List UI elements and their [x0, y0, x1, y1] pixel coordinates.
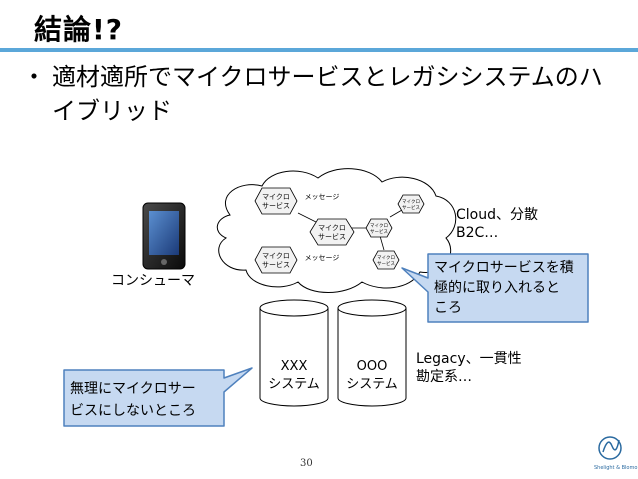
callout-right-line-3: ころ: [434, 300, 462, 316]
service-6-line-2: サービス: [377, 260, 395, 267]
callout-left-line-1: 無理にマイクロサー: [70, 381, 196, 397]
service-2-line-2: サービス: [318, 232, 346, 241]
message-label-2: メッセージ: [305, 254, 340, 262]
callout-right-shape: [401, 253, 589, 323]
db-xxx-line-2: システム: [268, 377, 320, 392]
microservice-hexagon-5: [365, 218, 393, 238]
service-4-line-2: サービス: [402, 204, 420, 211]
service-5-line-2: サービス: [370, 228, 388, 235]
message-label-1: メッセージ: [305, 193, 340, 201]
slide-title: 結論!?: [34, 13, 124, 46]
logo-text: Shelight & Blomo: [594, 465, 638, 471]
callout-left-line-2: ビスにしないところ: [70, 403, 196, 419]
callout-left-text: 無理にマイクロサー ビスにしないところ: [70, 378, 196, 422]
title-rule: [0, 48, 638, 52]
legacy-label: Legacy、一貫性 勘定系…: [416, 350, 522, 386]
connector-lines: [297, 209, 403, 251]
microservice-hexagon-4: [397, 194, 425, 214]
callout-right-line-1: マイクロサービスを積: [434, 260, 574, 276]
microservice-hexagon-2: [309, 218, 355, 246]
service-3-line-2: サービス: [262, 260, 290, 269]
database-cylinder-ooo: [337, 299, 407, 407]
microservice-hexagon-6: [372, 250, 400, 270]
microservice-hexagon-1: [254, 187, 298, 215]
service-6-line-1: マイクロ: [377, 255, 395, 261]
callout-left-shape: [63, 367, 253, 427]
db-xxx-line-1: XXX: [280, 359, 308, 374]
cloud-label-line-2: B2C…: [456, 225, 499, 241]
bullet-text: 適材適所でマイクロサービスとレガシシステムのハイブリッド: [52, 63, 603, 125]
database-cylinder-xxx: [259, 299, 329, 407]
service-4-line-1: マイクロ: [402, 199, 420, 205]
company-logo: [598, 436, 622, 460]
db-xxx-label: XXX システム: [268, 358, 320, 394]
callout-right-line-2: 極的に取り入れると: [434, 280, 560, 296]
db-ooo-line-1: OOO: [356, 359, 388, 374]
service-2-line-1: マイクロ: [318, 224, 346, 232]
cloud-label-line-1: Cloud、分散: [456, 207, 538, 223]
page-number: 30: [300, 458, 313, 469]
db-ooo-label: OOO システム: [346, 358, 398, 394]
callout-right-text: マイクロサービスを積 極的に取り入れると ころ: [434, 258, 574, 318]
microservice-hexagon-3: [254, 246, 298, 274]
legacy-label-line-2: 勘定系…: [416, 369, 472, 385]
legacy-label-line-1: Legacy、一貫性: [416, 351, 522, 367]
bullet-marker: ・: [22, 63, 46, 91]
consumer-label: コンシューマ: [111, 273, 195, 289]
service-5-line-1: マイクロ: [370, 223, 388, 229]
service-1-line-1: マイクロ: [262, 193, 290, 201]
service-1-line-2: サービス: [262, 201, 290, 210]
bullet-point: ・ 適材適所でマイクロサービスとレガシシステムのハイブリッド: [22, 60, 612, 128]
cloud-label: Cloud、分散 B2C…: [456, 206, 538, 242]
smartphone-icon: [142, 202, 186, 270]
service-3-line-1: マイクロ: [262, 252, 290, 260]
db-ooo-line-2: システム: [346, 377, 398, 392]
